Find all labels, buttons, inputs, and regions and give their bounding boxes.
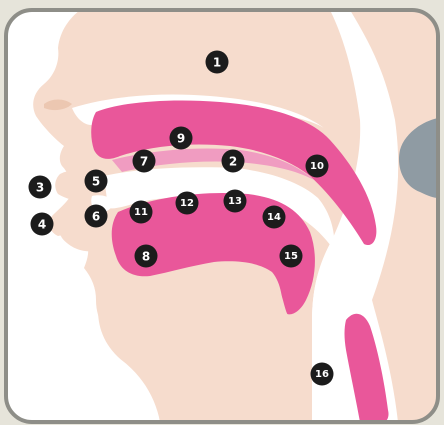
marker-label: 3 xyxy=(36,181,44,195)
marker-label: 11 xyxy=(134,207,148,218)
marker-label: 2 xyxy=(229,155,237,169)
marker-11: 11 xyxy=(130,201,153,224)
marker-5: 5 xyxy=(85,170,108,193)
marker-label: 9 xyxy=(177,132,185,146)
marker-15: 15 xyxy=(280,245,303,268)
marker-12: 12 xyxy=(176,192,199,215)
marker-16: 16 xyxy=(311,363,334,386)
marker-label: 12 xyxy=(180,198,194,209)
marker-label: 14 xyxy=(267,212,281,223)
marker-7: 7 xyxy=(133,150,156,173)
marker-label: 8 xyxy=(142,250,150,264)
marker-6: 6 xyxy=(85,205,108,228)
marker-14: 14 xyxy=(263,206,286,229)
marker-label: 16 xyxy=(315,369,329,380)
marker-label: 13 xyxy=(228,196,242,207)
marker-2: 2 xyxy=(222,150,245,173)
marker-label: 15 xyxy=(284,251,298,262)
marker-label: 4 xyxy=(38,218,46,232)
marker-label: 10 xyxy=(310,161,324,172)
marker-label: 7 xyxy=(140,155,148,169)
marker-9: 9 xyxy=(170,127,193,150)
marker-label: 1 xyxy=(213,56,221,70)
marker-label: 5 xyxy=(92,175,100,189)
marker-3: 3 xyxy=(29,176,52,199)
marker-10: 10 xyxy=(306,155,329,178)
marker-13: 13 xyxy=(224,190,247,213)
marker-8: 8 xyxy=(135,245,158,268)
marker-1: 1 xyxy=(206,51,229,74)
marker-label: 6 xyxy=(92,210,100,224)
marker-4: 4 xyxy=(31,213,54,236)
